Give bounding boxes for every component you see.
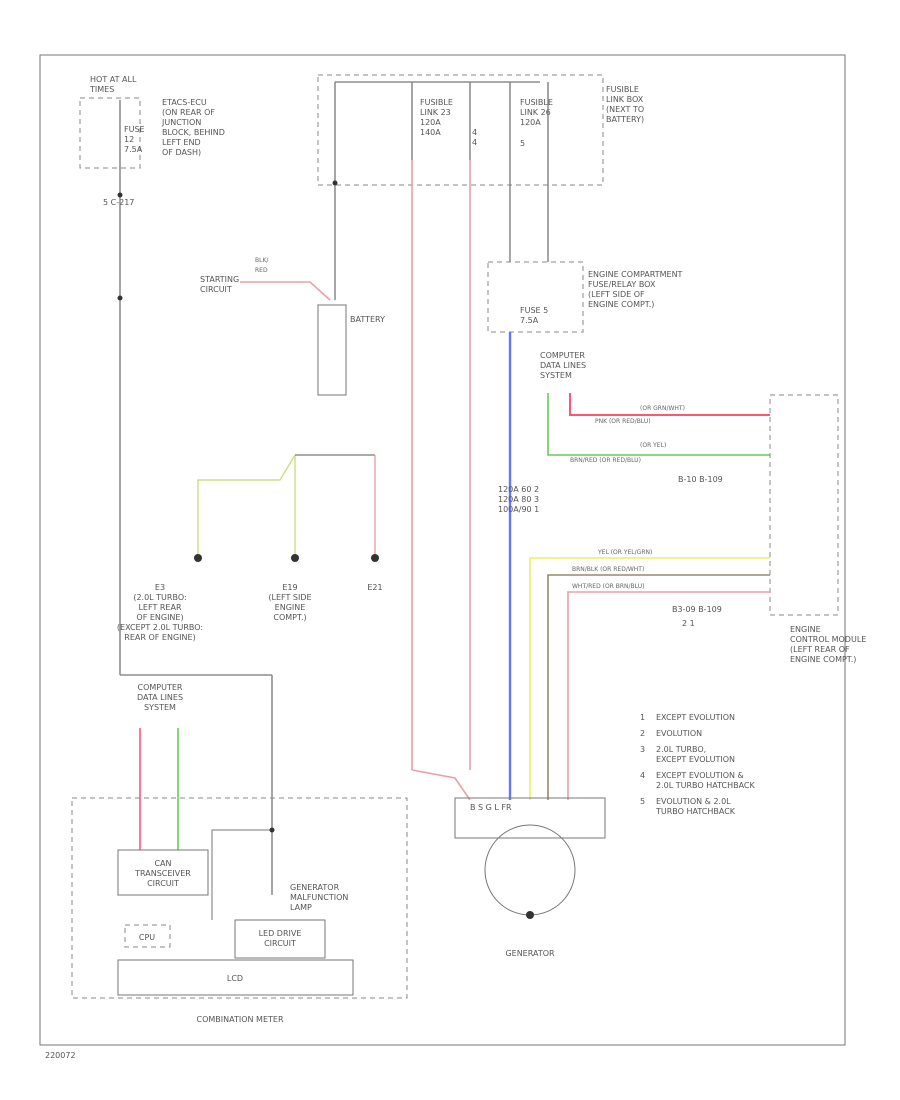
- legend-text: EXCEPT EVOLUTION: [656, 713, 735, 722]
- footer-code: 220072: [45, 1051, 76, 1060]
- combination-meter-box: [71, 797, 408, 999]
- battery-label: BATTERY: [350, 315, 385, 324]
- can-low-wire: [547, 393, 770, 456]
- legend-text: 2.0L TURBO,EXCEPT EVOLUTION: [656, 745, 735, 764]
- lcd-label: LCD: [227, 974, 243, 983]
- engine-compartment-box: [487, 261, 584, 333]
- generator-label: GENERATOR: [505, 949, 555, 958]
- ground-icon: [526, 911, 534, 919]
- ground-e21-label: E21: [367, 583, 382, 592]
- conn-c217-label: 5 C-217: [103, 198, 134, 207]
- ecm-wire-5-label: WHT/RED (OR BRN/BLU): [572, 583, 644, 590]
- cpu-label: CPU: [139, 933, 155, 942]
- legend-number: 2: [640, 729, 645, 738]
- combination-meter-label: COMBINATION METER: [197, 1015, 284, 1024]
- can-high-wire: [569, 393, 770, 416]
- diagram-frame: [39, 54, 846, 1046]
- ecm-wire-4: [547, 574, 770, 800]
- ecm-wire-5: [567, 591, 770, 800]
- etacs-box: [79, 97, 141, 169]
- legend-number: 5: [640, 797, 645, 806]
- gen-b-wire: [411, 769, 471, 801]
- ground-icon: [291, 554, 299, 562]
- legend-number: 3: [640, 745, 645, 754]
- ecm-wire-2-bottom: BRN/RED (OR RED/BLU): [570, 457, 641, 464]
- splice-dot: [117, 295, 123, 301]
- splice-dot: [332, 180, 338, 186]
- battery-icon: [317, 304, 347, 396]
- ecm-pins-nums: 2 1: [682, 619, 695, 628]
- ecm-pins-bottom: B3-09 B-109: [672, 605, 722, 614]
- generator-terminal-block: [454, 797, 606, 839]
- ecm-wire-1-top: (OR GRN/WHT): [640, 405, 685, 412]
- legend-number: 1: [640, 713, 645, 722]
- ecm-wire-1-bottom: PNK (OR RED/BLU): [595, 418, 651, 425]
- legend-text: EXCEPT EVOLUTION &2.0L TURBO HATCHBACK: [656, 771, 756, 790]
- blk-red-wire-label: BLK/RED: [255, 257, 269, 274]
- ecm-wire-2-top: (OR YEL): [640, 442, 666, 449]
- ecm-wire-4-label: BRN/BLK (OR RED/WHT): [572, 566, 644, 573]
- generator-pins-label: B S G L FR: [470, 803, 512, 812]
- splice-dot: [117, 192, 123, 198]
- lcd-box: [117, 959, 354, 996]
- fusible-link-box: [317, 74, 604, 186]
- cpu-box: [124, 924, 171, 948]
- ground-icon: [371, 554, 379, 562]
- ground-e3-wire: [197, 454, 296, 558]
- ecm-wire-3-label: YEL (OR YEL/GRN): [597, 549, 652, 556]
- starting-wire: [240, 281, 331, 301]
- ecm-pins-top: B-10 B-109: [678, 475, 723, 484]
- led-drive-box: [234, 919, 326, 959]
- ecm-box: [769, 394, 839, 616]
- ground-icon: [194, 554, 202, 562]
- legend: 1 EXCEPT EVOLUTION 2 EVOLUTION 3 2.0L TURBO,E…: [640, 713, 756, 816]
- can-transceiver-box: [117, 849, 209, 896]
- splice-dot: [269, 827, 275, 833]
- ecm-wire-3: [529, 557, 770, 800]
- legend-text: EVOLUTION: [656, 729, 702, 738]
- meter-internal-wire: [211, 829, 272, 920]
- legend-number: 4: [640, 771, 645, 780]
- fusible-link-26-note: 5: [520, 139, 525, 148]
